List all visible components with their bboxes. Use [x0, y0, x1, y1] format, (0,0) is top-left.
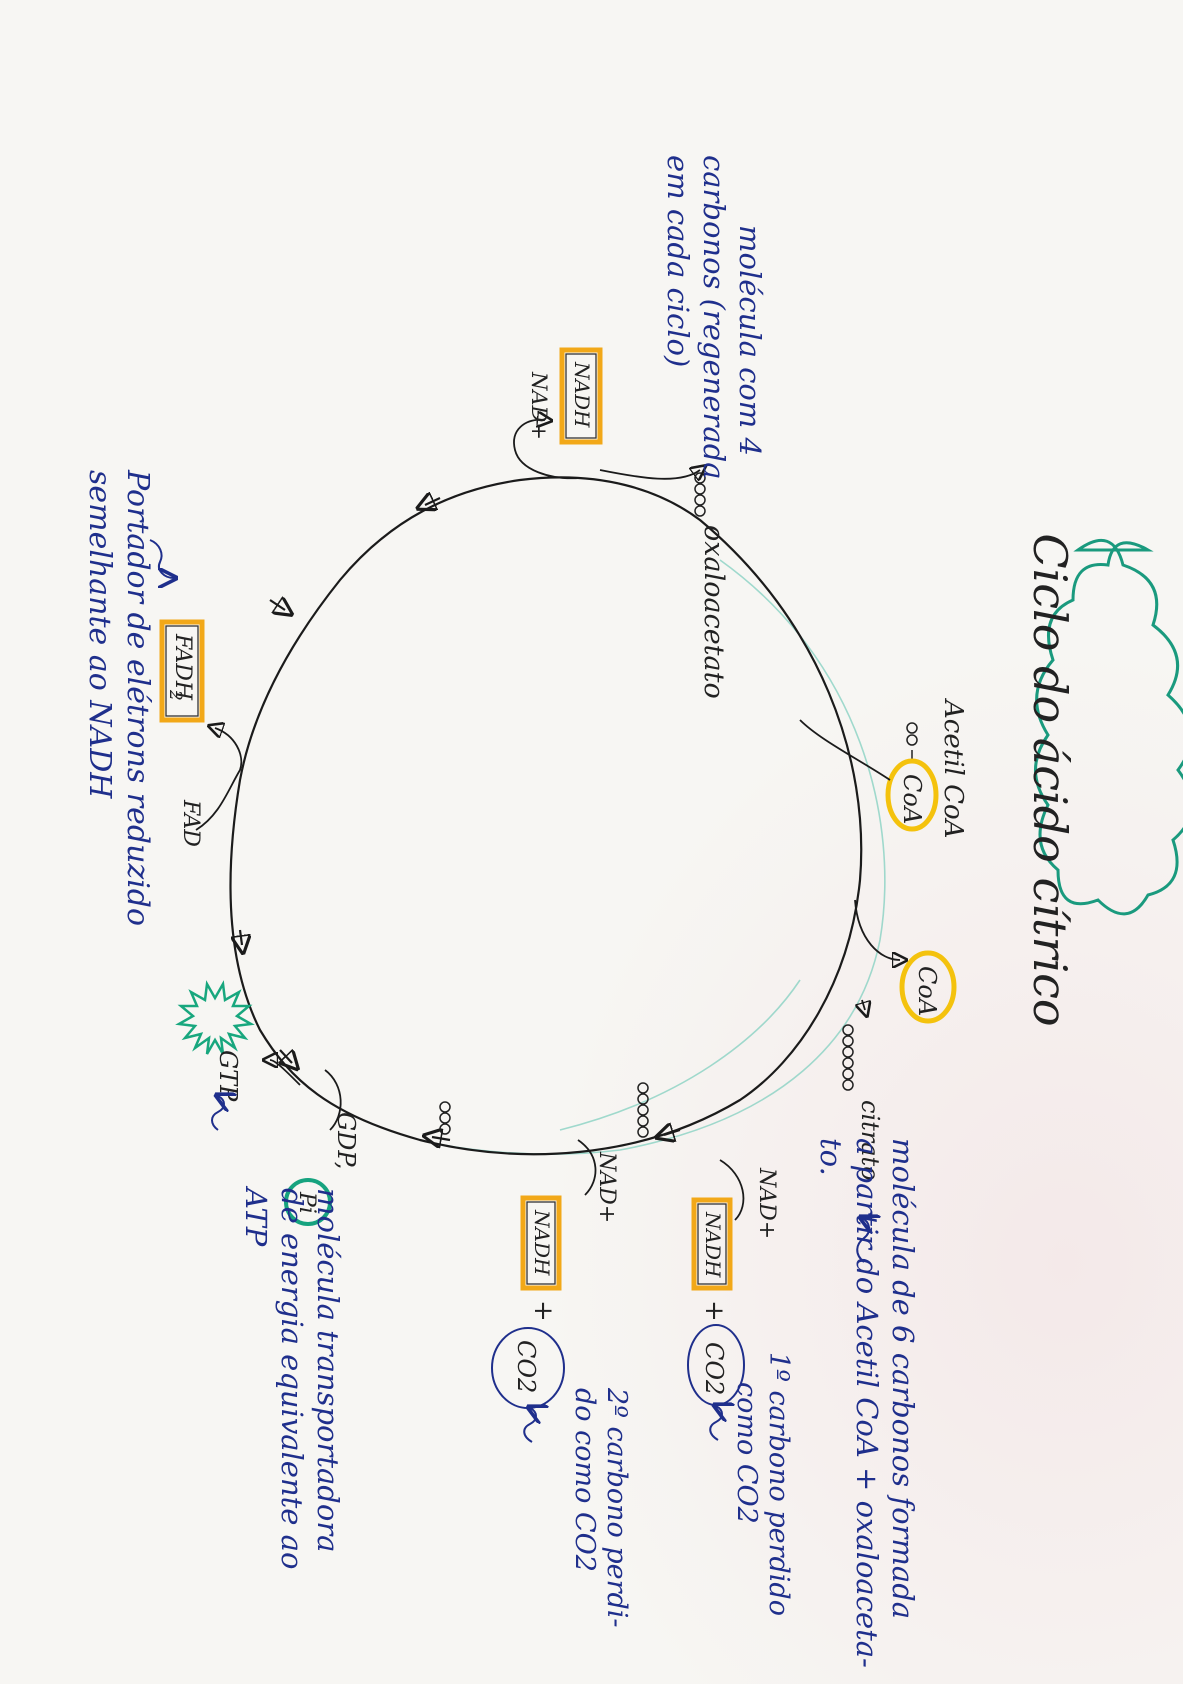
coa-release: CoA — [854, 899, 957, 1024]
acetyl-coa-highlight — [885, 758, 939, 832]
acetyl-label: Acetil CoA — [938, 698, 968, 838]
title-text: Ciclo do ácido cítrico — [1023, 533, 1077, 1026]
note-gtp: molécula transportadora de energia equiv… — [239, 1185, 345, 1569]
fadh2-subscript: 2 — [165, 689, 185, 701]
citrate-note-arrow — [857, 1218, 869, 1263]
coa-label: CoA — [913, 966, 941, 1016]
nadh3-label: NADH — [570, 361, 594, 428]
note-oxaloacetate-line-1: molécula com 4 — [733, 225, 767, 456]
note-co2-second-line-2: do como CO2 — [569, 1388, 600, 1572]
note-fadh2-line-2: semelhante ao NADH — [82, 470, 117, 799]
citrate: citrato — [842, 999, 884, 1263]
title-group: Ciclo do ácido cítrico — [1023, 533, 1183, 1027]
note-co2-first: 1º carbono perdido como CO2 — [731, 1352, 794, 1616]
fadh2-box — [165, 625, 199, 717]
nadh1-highlight — [691, 1197, 733, 1291]
ring-arrow — [240, 929, 242, 945]
ring-arrow — [425, 498, 441, 505]
ring-arrow — [432, 1137, 451, 1140]
nadh2-box — [526, 1201, 556, 1285]
acetyl-coa: Acetil CoA CoA — [799, 698, 968, 838]
note-citrate-line-1: molécula de 6 carbonos formada — [886, 1138, 920, 1619]
note-gtp-line-3: ATP — [239, 1185, 273, 1247]
co2-1-label: CO2 — [700, 1342, 728, 1395]
acetyl-carbons — [906, 722, 918, 746]
fadh2-note-arrow — [149, 539, 174, 578]
step-alphaketo: NAD+ NADH + CO2 — [439, 1101, 619, 1443]
co2-1-note-arrow — [710, 1406, 722, 1441]
note-citrate-line-3: to. — [814, 1138, 848, 1176]
note-gtp-line-1: molécula transportadora — [311, 1188, 345, 1552]
nad3-label: NAD+ — [527, 371, 551, 440]
cycle-ring — [229, 476, 886, 1156]
gdp-arrow — [324, 1069, 342, 1131]
note-oxaloacetate-line-2: carbonos (regenerada — [697, 155, 731, 480]
fadh2-highlight — [159, 619, 205, 723]
pencil-sketch-arc-2 — [559, 979, 801, 1131]
fadh2-label: FADH — [170, 633, 195, 701]
nadh1-label: NADH — [701, 1211, 725, 1278]
pencil-sketch-arc — [419, 559, 886, 1155]
coa-release-arrow — [854, 899, 900, 960]
oxaloacetate-label: oxaloacetato — [698, 525, 729, 699]
note-oxaloacetate: molécula com 4 carbonos (regenerada em c… — [661, 155, 767, 480]
note-gtp-line-2: de energia equivalente ao — [275, 1188, 309, 1569]
step-malate: NAD+ NADH — [513, 347, 603, 480]
nadh2-highlight — [520, 1195, 562, 1291]
fad-label: FAD — [178, 799, 203, 847]
note-co2-second-line-1: 2º carbono perdi- — [601, 1387, 632, 1628]
gtp-arrow — [270, 1060, 301, 1086]
pi-label: Pi — [294, 1191, 319, 1214]
plus-2: + — [528, 1300, 558, 1322]
nadh2-label: NADH — [530, 1209, 554, 1276]
gtp-label: GTP — [214, 1050, 242, 1102]
oxaloacetate-arrow — [599, 470, 700, 479]
nad3-arrow — [513, 420, 581, 480]
nadh3-box — [565, 353, 597, 439]
carbon-dot — [906, 734, 918, 746]
co2-2-label: CO2 — [512, 1340, 540, 1393]
note-co2-first-line-1: 1º carbono perdido — [763, 1352, 794, 1616]
nad2-label: NAD+ — [594, 1151, 619, 1223]
oxaloacetate: oxaloacetato — [599, 470, 729, 699]
citrate-label: citrato — [856, 1100, 884, 1181]
nad1-arrow — [719, 1159, 745, 1221]
note-co2-second: 2º carbono perdi- do como CO2 — [569, 1387, 632, 1628]
nadh3-highlight — [559, 347, 603, 445]
pi-circle — [284, 1178, 332, 1226]
gtp-note-arrow — [212, 1096, 224, 1131]
note-co2-first-line-2: como CO2 — [731, 1382, 762, 1524]
note-fadh2-line-1: Portador de elétrons reduzido — [120, 469, 155, 926]
plus-1: + — [699, 1300, 729, 1322]
note-citrate: molécula de 6 carbonos formada a partir … — [814, 1138, 920, 1668]
note-oxaloacetate-line-3: em cada ciclo) — [661, 155, 695, 367]
nadh1-box — [697, 1203, 727, 1285]
citrate-arrow — [862, 999, 865, 1010]
co2-2-note-arrow — [524, 1408, 536, 1443]
note-citrate-line-2: a partir do Acetil CoA + oxaloaceta- — [850, 1138, 884, 1668]
note-fadh2: Portador de elétrons reduzido semelhante… — [82, 469, 155, 926]
carbon-dot — [906, 722, 918, 734]
cycle-circle — [229, 476, 863, 1156]
fad-arrow — [195, 728, 243, 831]
step-isocitrate: NAD+ NADH + CO2 — [637, 1082, 779, 1441]
acetyl-coa-label: CoA — [898, 774, 926, 824]
nad1-label: NAD+ — [754, 1167, 779, 1239]
gdp-label: GDP, — [332, 1112, 360, 1169]
gtp-burst — [175, 980, 255, 1055]
title-cloud — [1034, 539, 1183, 916]
coa-highlight — [899, 950, 957, 1024]
step-succinate: FAD FADH 2 — [149, 539, 243, 847]
nad2-arrow — [577, 1139, 597, 1196]
step2-carbons — [439, 1101, 451, 1135]
step1-carbons — [637, 1082, 649, 1138]
citrate-carbons — [842, 1024, 854, 1091]
ring-arrow — [280, 1050, 292, 1063]
ring-arrow — [269, 600, 285, 610]
acetyl-entry-line — [799, 719, 891, 781]
ring-arrow — [664, 1130, 681, 1135]
step-succinyl: GDP, Pi GTP — [175, 980, 360, 1226]
